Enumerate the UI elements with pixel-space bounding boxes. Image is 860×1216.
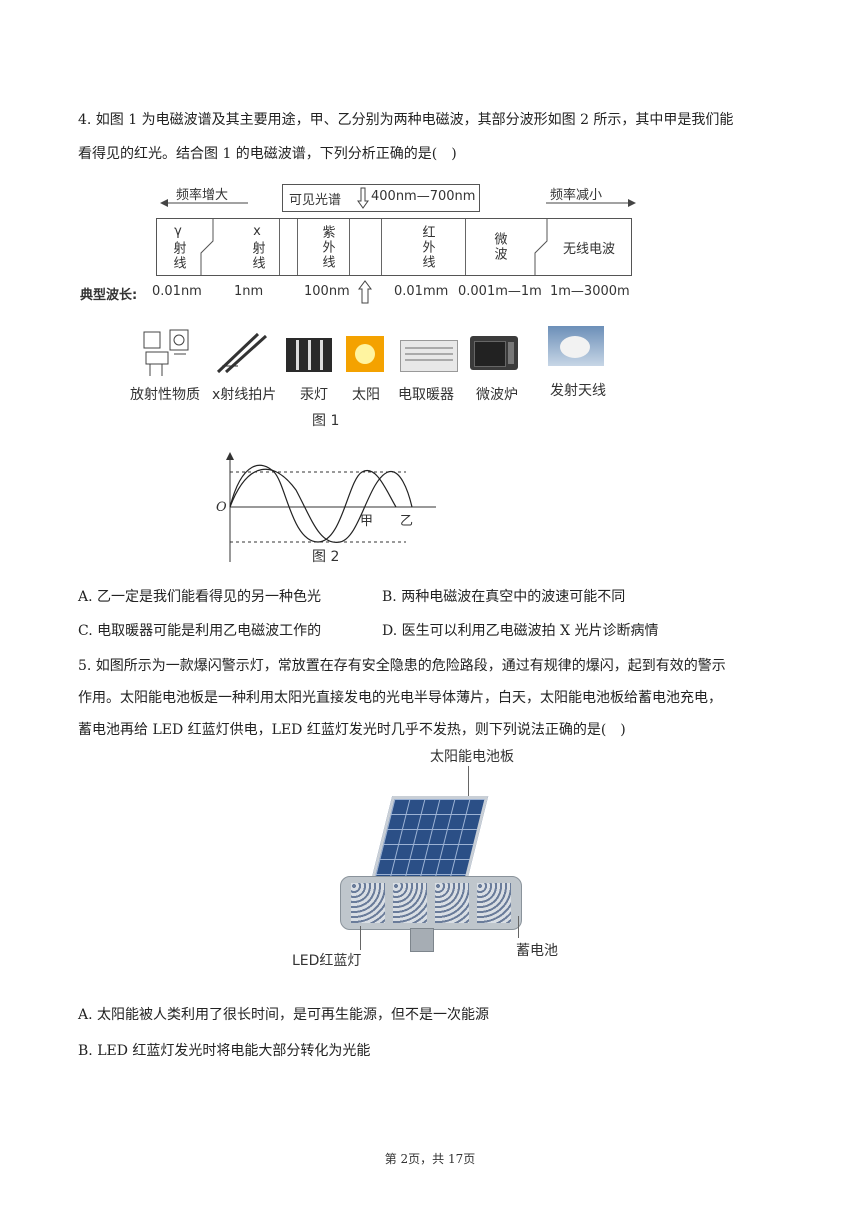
break-line xyxy=(200,219,214,275)
radioactive-icon xyxy=(143,329,189,376)
page-footer: 第 2页，共 17页 xyxy=(384,1152,476,1166)
wavelength-gamma: 0.01nm xyxy=(152,284,202,299)
figure-2-caption: 图 2 xyxy=(312,549,340,565)
use-mercury: 汞灯 xyxy=(300,387,328,403)
use-sun: 太阳 xyxy=(352,387,380,403)
q4-line2: 看得见的红光。结合图 1 的电磁波谱，下列分析正确的是( ) xyxy=(78,146,457,162)
wavelength-label: 典型波长: xyxy=(80,288,138,303)
lamp-body xyxy=(340,876,522,930)
q4-option-a[interactable]: A. 乙一定是我们能看得见的另一种色光 xyxy=(78,589,322,605)
divider xyxy=(465,219,466,275)
figure-1: 频率增大 可见光谱 400nm—700nm 频率减小 γ射线 x射线 紫外线 红… xyxy=(0,0,860,440)
right-arrow-icon xyxy=(546,199,636,207)
y-axis-arrow-icon xyxy=(226,452,234,460)
q4-option-c[interactable]: C. 电取暖器可能是利用乙电磁波工作的 xyxy=(78,623,322,639)
up-arrow-icon xyxy=(358,280,372,304)
battery-pointer xyxy=(518,916,519,938)
wavelength-ir: 0.01mm xyxy=(394,284,449,299)
cell-gamma: γ射线 xyxy=(170,223,186,271)
microwave-icon xyxy=(470,336,518,370)
wavelength-radio: 1m—3000m xyxy=(550,284,630,299)
led-label: LED红蓝灯 xyxy=(292,953,362,969)
spectrum-bar: γ射线 x射线 紫外线 红外线 微波 无线电波 xyxy=(156,218,632,276)
q4-option-d[interactable]: D. 医生可以利用乙电磁波拍 X 光片诊断病情 xyxy=(382,623,659,639)
cell-xray: x射线 xyxy=(249,223,265,271)
warning-lamp-figure: 太阳能电池板 LED红蓝灯 蓄电池 xyxy=(290,740,590,970)
q4-option-b[interactable]: B. 两种电磁波在真空中的波速可能不同 xyxy=(382,589,626,605)
freq-up-label: 频率增大 xyxy=(176,188,229,203)
divider xyxy=(297,219,298,275)
mercury-lamp-icon xyxy=(286,338,332,372)
yi-label: 乙 xyxy=(400,514,414,529)
wavelength-microwave: 0.001m—1m xyxy=(458,284,542,299)
use-radioactive: 放射性物质 xyxy=(130,387,200,403)
panel-pointer xyxy=(468,766,469,804)
break-line xyxy=(534,219,548,275)
cell-radio: 无线电波 xyxy=(562,241,615,257)
wavelength-uv: 100nm xyxy=(304,284,350,299)
cell-uv: 紫外线 xyxy=(319,224,335,270)
origin-label: O xyxy=(216,500,227,515)
antenna-icon xyxy=(548,326,604,366)
jia-label: 甲 xyxy=(360,514,374,529)
q4-line1: 4. 如图 1 为电磁波谱及其主要用途，甲、乙分别为两种电磁波，其部分波形如图 … xyxy=(78,112,734,128)
visible-range: 400nm—700nm xyxy=(371,189,476,204)
visible-label: 可见光谱 xyxy=(289,193,342,208)
divider xyxy=(349,219,350,275)
divider xyxy=(279,219,280,275)
cell-microwave: 微波 xyxy=(491,232,507,262)
wavelength-xray: 1nm xyxy=(234,284,264,299)
visible-spectrum-box: 可见光谱 400nm—700nm xyxy=(282,184,480,212)
q5-option-a[interactable]: A. 太阳能被人类利用了很长时间，是可再生能源，但不是一次能源 xyxy=(78,1007,490,1023)
figure-1-caption: 图 1 xyxy=(312,413,340,429)
freq-down-label: 频率减小 xyxy=(550,188,603,203)
use-antenna: 发射天线 xyxy=(550,383,606,399)
q5-line3: 蓄电池再给 LED 红蓝灯供电，LED 红蓝灯发光时几乎不发热，则下列说法正确的… xyxy=(78,722,626,738)
down-arrow-icon xyxy=(357,187,369,209)
lamp-post xyxy=(410,928,434,952)
figure-2 xyxy=(226,452,436,562)
wave-jia xyxy=(229,464,397,543)
use-heater: 电取暖器 xyxy=(398,387,454,403)
use-xray: x射线拍片 xyxy=(212,387,277,403)
use-microwave: 微波炉 xyxy=(476,387,518,403)
panel-label: 太阳能电池板 xyxy=(430,749,514,765)
q5-option-b[interactable]: B. LED 红蓝灯发光时将电能大部分转化为光能 xyxy=(78,1043,371,1059)
battery-label: 蓄电池 xyxy=(516,943,558,959)
q5-line1: 5. 如图所示为一款爆闪警示灯，常放置在存有安全隐患的危险路段，通过有规律的爆闪… xyxy=(78,658,726,674)
heater-icon xyxy=(400,340,458,372)
sun-icon xyxy=(346,336,384,372)
q5-line2: 作用。太阳能电池板是一种利用太阳光直接发电的光电半导体薄片，白天，太阳能电池板给… xyxy=(78,690,722,706)
left-arrow-icon xyxy=(160,199,248,207)
divider xyxy=(381,219,382,275)
cell-ir: 红外线 xyxy=(419,224,435,270)
led-pointer xyxy=(360,926,361,950)
xray-film-icon xyxy=(216,332,268,374)
wave-yi xyxy=(229,468,413,543)
